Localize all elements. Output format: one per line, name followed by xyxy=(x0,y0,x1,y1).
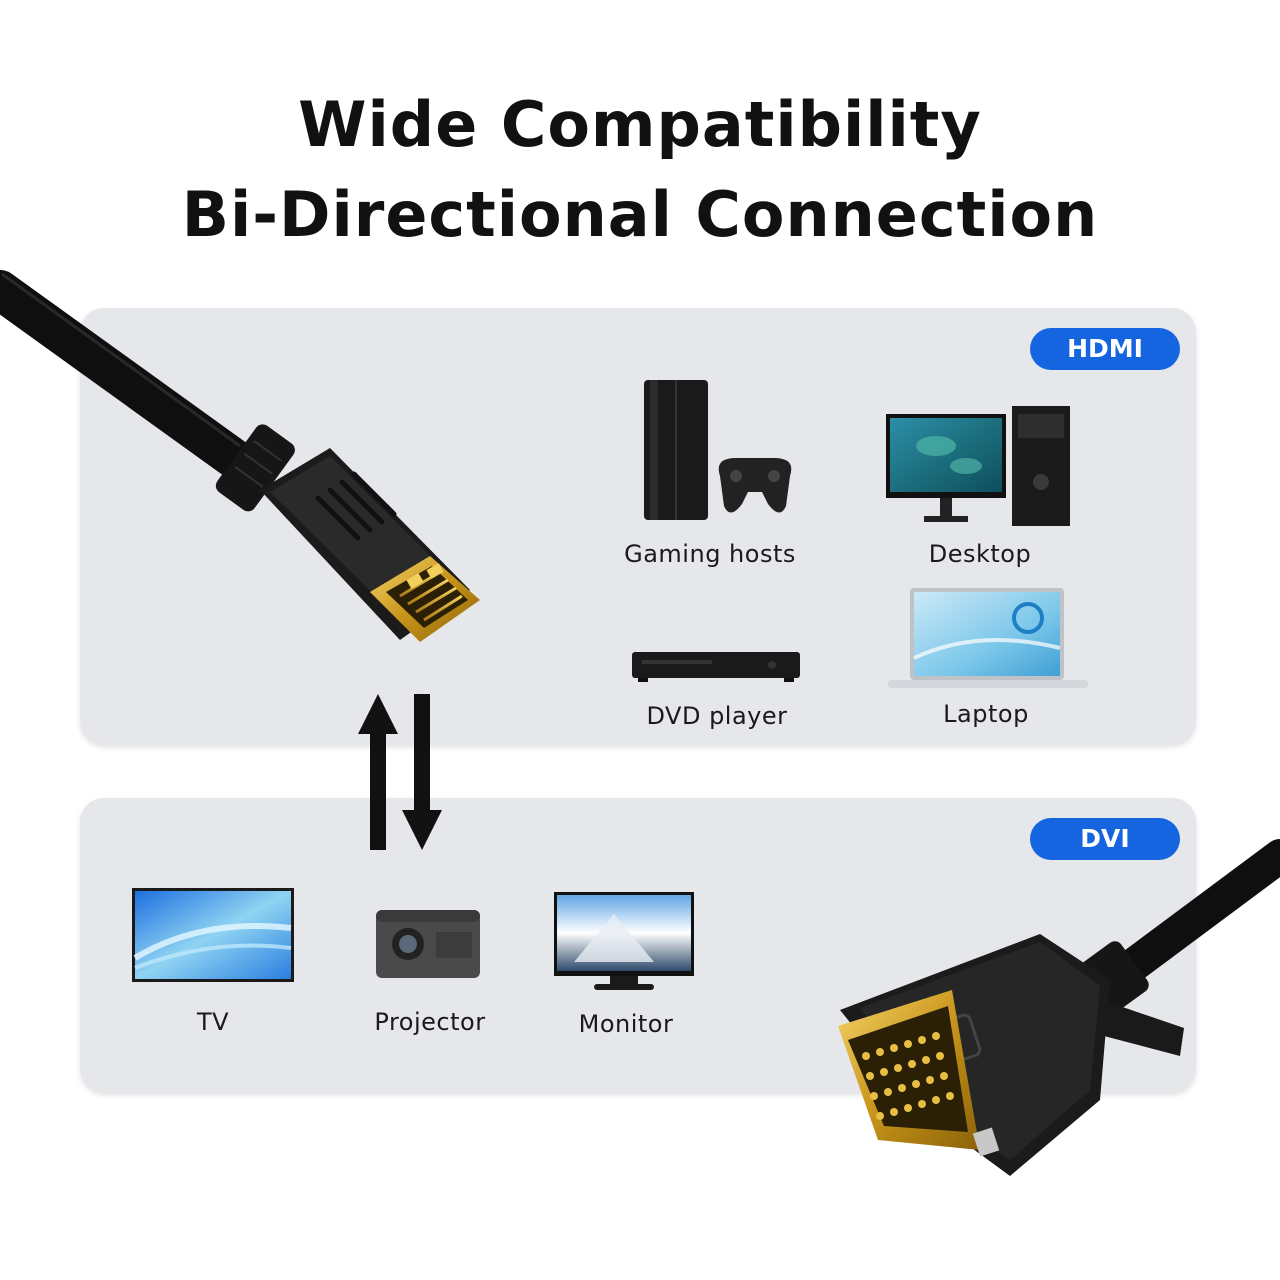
desktop-computer-icon xyxy=(886,406,1070,526)
dvi-badge: DVI xyxy=(1030,818,1180,860)
bidirectional-arrows-icon xyxy=(358,694,442,850)
hdmi-badge: HDMI xyxy=(1030,328,1180,370)
tv-icon xyxy=(132,888,294,982)
game-console-icon xyxy=(644,380,792,520)
projector-icon xyxy=(376,910,480,978)
dvd-player-icon xyxy=(632,652,800,682)
device-label-laptop: Laptop xyxy=(943,700,1029,728)
monitor-icon xyxy=(554,892,694,990)
device-label-projector: Projector xyxy=(374,1008,486,1036)
page-title-line-2: Bi-Directional Connection xyxy=(181,178,1099,251)
device-label-gaming-hosts: Gaming hosts xyxy=(624,540,796,568)
device-label-desktop: Desktop xyxy=(928,540,1032,568)
device-label-dvd-player: DVD player xyxy=(646,702,788,730)
page-title-line-1: Wide Compatibility xyxy=(298,88,982,161)
laptop-icon xyxy=(888,588,1088,688)
device-label-monitor: Monitor xyxy=(578,1010,674,1038)
device-label-tv: TV xyxy=(196,1008,230,1036)
